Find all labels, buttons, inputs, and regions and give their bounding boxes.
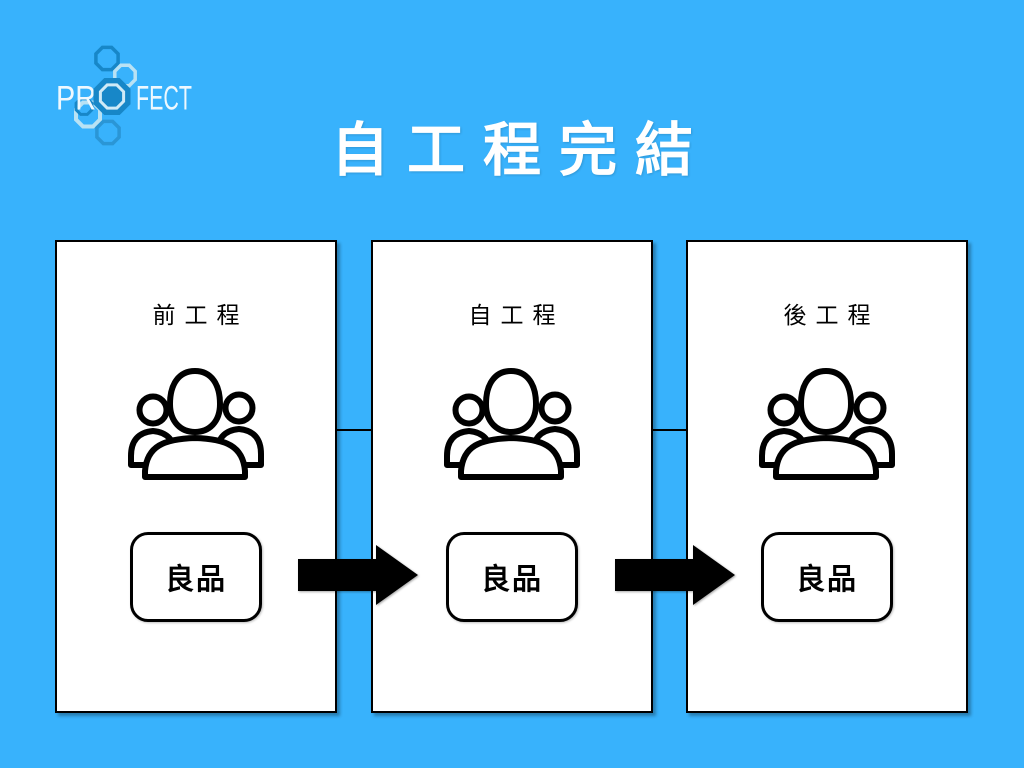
panel-label: 後工程: [783, 303, 880, 328]
good-product-label: 良品: [164, 564, 227, 596]
panel-next-process: 後工程 良品: [686, 240, 968, 713]
logo-text-pr: PR: [56, 80, 96, 118]
logo-octagon-small-dark: [74, 97, 94, 116]
good-product-box: 良品: [130, 532, 262, 622]
flow-arrow-icon: [298, 545, 418, 605]
panel-previous-process: 前工程 良品: [55, 240, 337, 713]
slide-title: 自工程完結: [330, 118, 711, 183]
people-group-icon: [757, 362, 897, 480]
people-group-icon: [442, 362, 582, 480]
profect-logo: PR FECT: [56, 45, 192, 146]
logo-octagon-o-ring: [98, 83, 126, 110]
panel-label: 前工程: [152, 303, 249, 328]
panel-own-process: 自工程 良品: [371, 240, 653, 713]
panel-connector-line: [336, 429, 372, 431]
people-group-icon: [126, 362, 266, 480]
panel-label: 自工程: [468, 303, 565, 328]
logo-octagon-top: [94, 45, 120, 72]
good-product-box: 良品: [761, 532, 893, 622]
flow-arrow-icon: [615, 545, 735, 605]
logo-text-fect: FECT: [136, 80, 192, 118]
logo-octagon-bottom: [95, 119, 121, 146]
good-product-label: 良品: [480, 564, 543, 596]
good-product-box: 良品: [446, 532, 578, 622]
panel-connector-line: [651, 429, 687, 431]
good-product-label: 良品: [795, 564, 858, 596]
